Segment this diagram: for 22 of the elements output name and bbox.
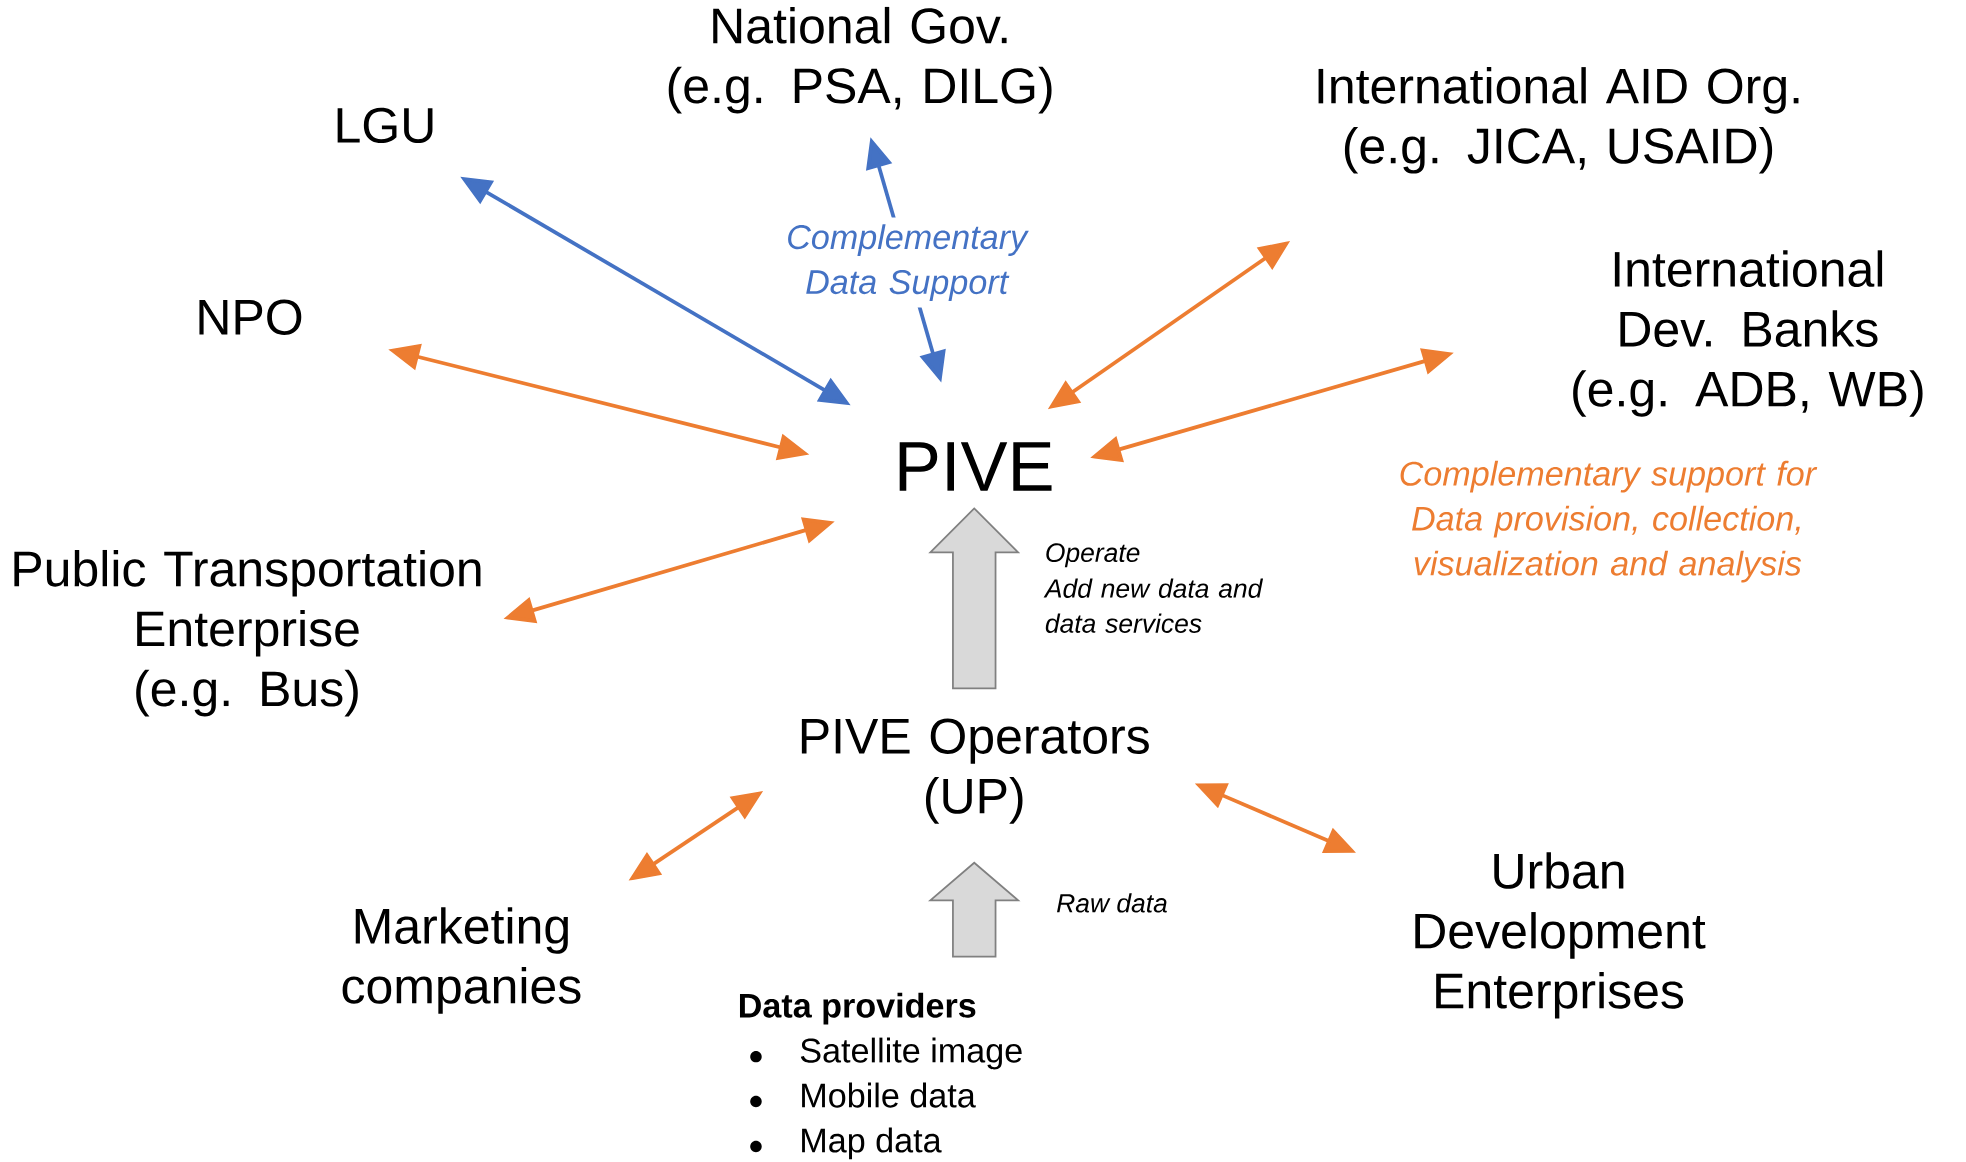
block-arrow xyxy=(928,861,1021,958)
node-label: Mobile data xyxy=(802,1082,976,1108)
organization-label: LGU xyxy=(337,107,433,143)
platform-label: PIVE xyxy=(899,442,1052,491)
organization-label: Public Transportation Enterprise (e.g. Bus) xyxy=(14,549,481,717)
edge-label: Complementary Data Support xyxy=(759,217,1055,308)
organization-label: Marketing companies xyxy=(342,907,581,1014)
organization-label: National Gov. (e.g. PSA, DILG) xyxy=(668,6,1052,114)
organization-label: International Dev. Banks (e.g. ADB, WB) xyxy=(1573,250,1923,417)
bullet-list: Data providers Satellite image Mobile data Map data xyxy=(740,992,1022,1160)
node-label: Data providers xyxy=(739,992,976,1025)
annotation-text: Complementary support for Data provision, collection, visualization and analysis xyxy=(1400,460,1818,583)
edge-label: Raw data xyxy=(1057,893,1167,913)
node-label: Satellite image xyxy=(800,1037,1022,1070)
operator-label: PIVE Operators (UP) xyxy=(801,718,1149,824)
edge-label: Operate xyxy=(1046,543,1140,568)
organization-label: Urban Development Enterprises xyxy=(1415,852,1706,1019)
organization-label: NPO xyxy=(199,299,302,335)
block-arrow xyxy=(928,507,1021,689)
node-label: Map data xyxy=(802,1127,942,1160)
organization-label: International AID Org. (e.g. JICA, USAID) xyxy=(1318,66,1799,174)
annotation-text: Add new data and data services xyxy=(1043,578,1264,633)
